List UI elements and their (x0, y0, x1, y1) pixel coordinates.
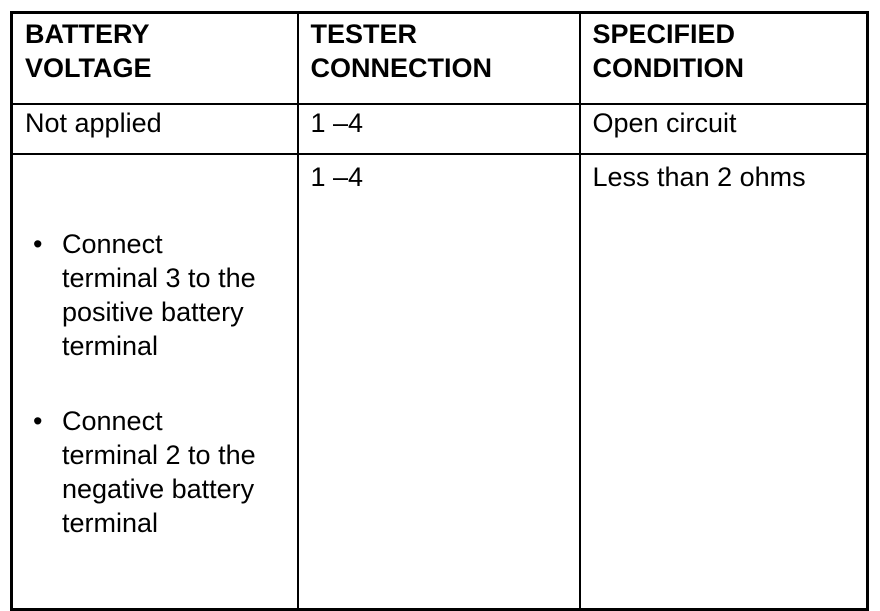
header-row: BATTERY VOLTAGE TESTER CONNECTION SPECIF… (10, 11, 869, 105)
col-header-battery-voltage: BATTERY VOLTAGE (10, 11, 299, 105)
bullet-list: Connect terminal 3 to the positive batte… (25, 194, 287, 573)
col-header-specified-condition: SPECIFIED CONDITION (578, 11, 869, 105)
cell-battery-voltage: Connect terminal 3 to the positive batte… (10, 153, 299, 611)
bullet-item: Connect terminal 2 to the negative batte… (25, 404, 287, 540)
cell-tester-connection: 1 –4 (296, 153, 581, 611)
cell-battery-voltage: Not applied (10, 103, 299, 155)
bullet-item: Connect terminal 3 to the positive batte… (25, 227, 287, 363)
spec-table: BATTERY VOLTAGE TESTER CONNECTION SPECIF… (10, 11, 869, 611)
table-row-connect-terminals: Connect terminal 3 to the positive batte… (10, 153, 869, 611)
cell-specified-condition: Less than 2 ohms (578, 153, 869, 611)
cell-specified-condition: Open circuit (578, 103, 869, 155)
page: BATTERY VOLTAGE TESTER CONNECTION SPECIF… (0, 0, 880, 468)
table-row-not-applied: Not applied 1 –4 Open circuit (10, 103, 869, 155)
cell-tester-connection: 1 –4 (296, 103, 581, 155)
col-header-tester-connection: TESTER CONNECTION (296, 11, 581, 105)
